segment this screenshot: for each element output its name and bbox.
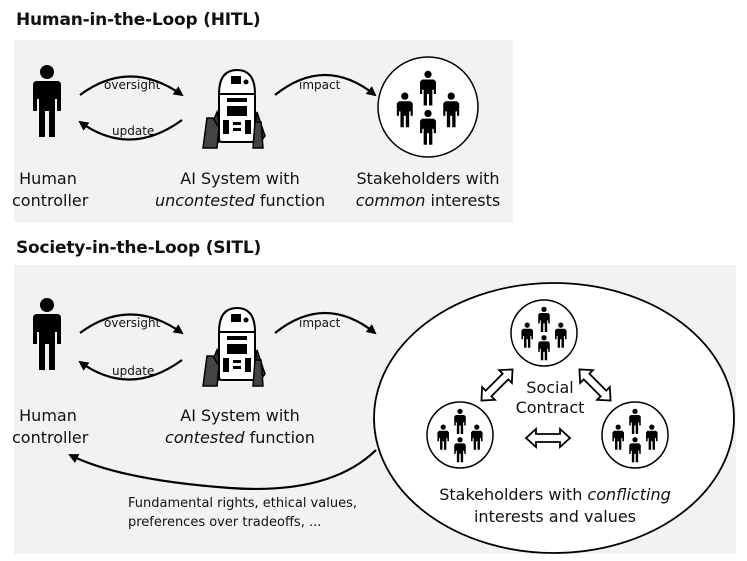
social-contract-label: Social Contract xyxy=(515,378,585,417)
sitl-title: Society-in-the-Loop (SITL) xyxy=(16,238,262,258)
impact-label: impact xyxy=(299,316,341,330)
impact-label: impact xyxy=(299,78,341,92)
stakeholders-label: Stakeholders with common interests xyxy=(355,169,501,210)
update-label: update xyxy=(112,364,155,378)
hitl-title: Human-in-the-Loop (HITL) xyxy=(16,10,261,30)
conflicting-stakeholders-label: Stakeholders with conflicting interests … xyxy=(439,485,671,526)
society-ellipse xyxy=(373,282,735,554)
robot-icon xyxy=(202,69,266,149)
update-label: update xyxy=(112,124,155,138)
stakeholder-circle xyxy=(377,56,479,158)
ai-system-label: AI System with uncontested function xyxy=(155,169,326,210)
person-icon xyxy=(33,65,61,137)
oversight-label: oversight xyxy=(104,316,161,330)
person-icon xyxy=(33,298,61,370)
feedback-label: Fundamental rights, ethical values, pref… xyxy=(128,496,357,530)
ai-system-label: AI System with contested function xyxy=(165,406,315,447)
oversight-label: oversight xyxy=(104,78,161,92)
human-controller-label: Human controller xyxy=(12,169,89,210)
robot-icon xyxy=(202,307,266,387)
human-controller-label: Human controller xyxy=(12,406,89,447)
